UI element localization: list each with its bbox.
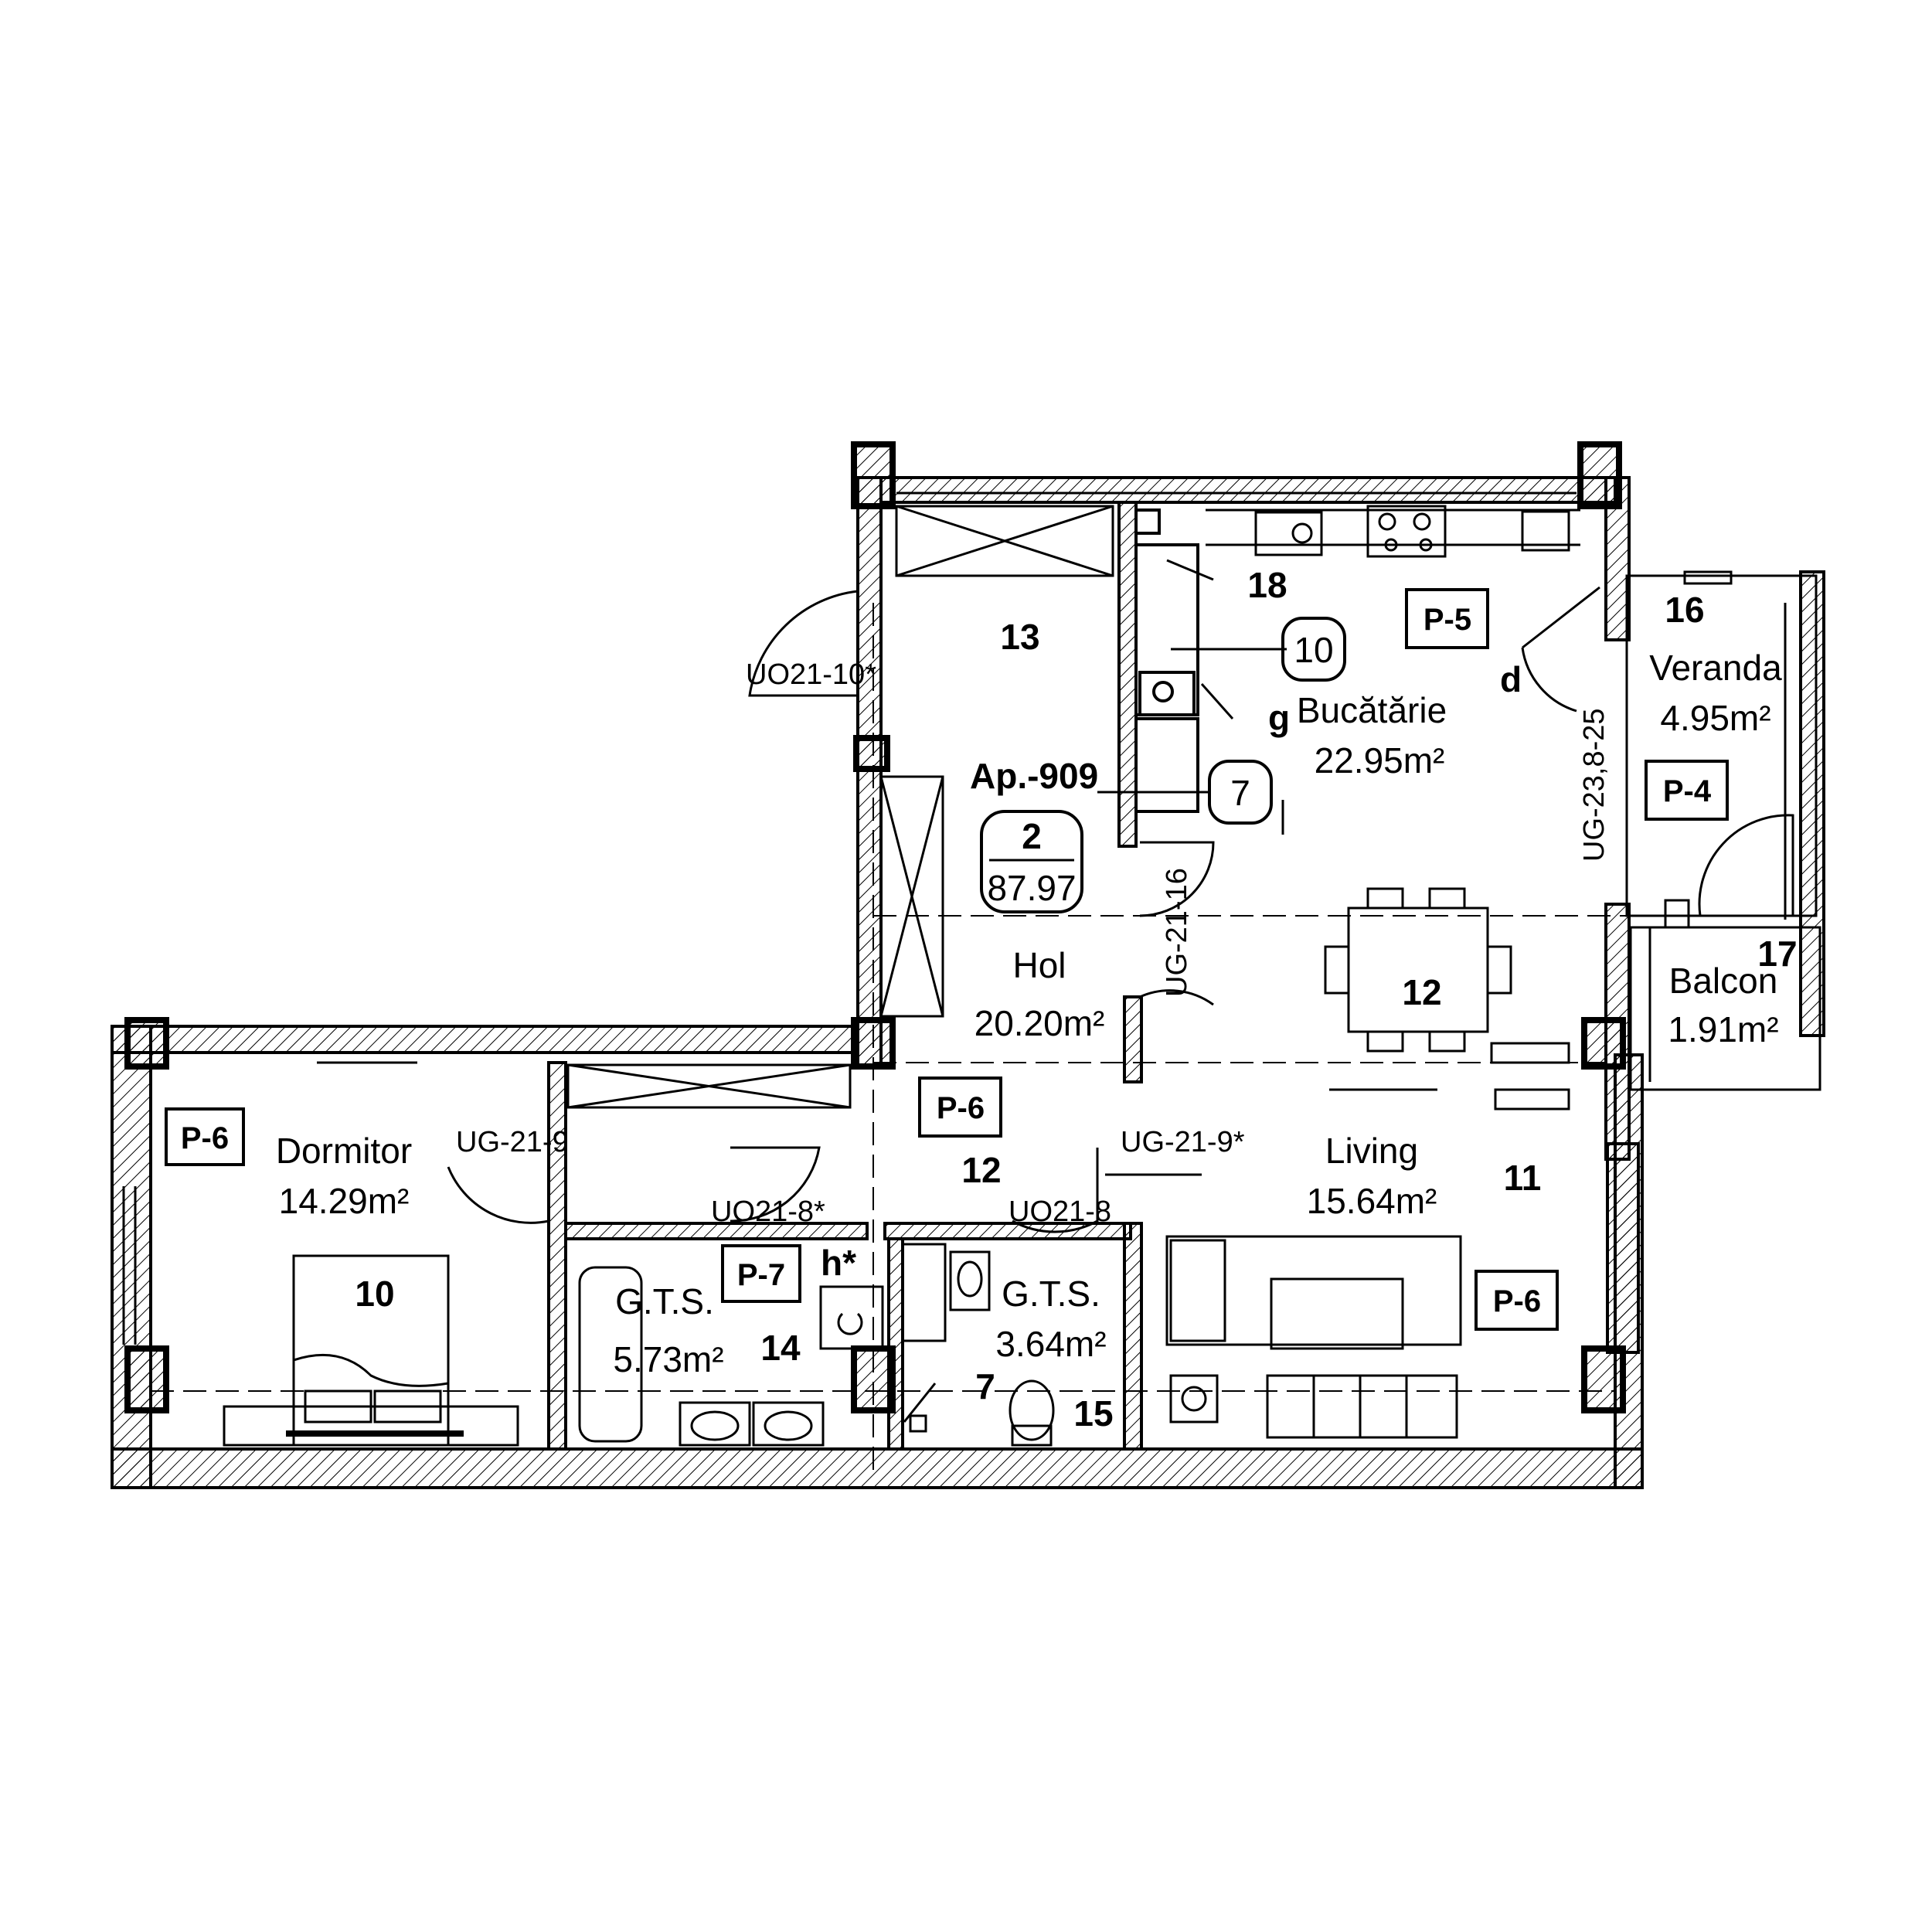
apartment-area: 87.97	[987, 868, 1076, 908]
room-area-veranda: 4.95m²	[1660, 698, 1770, 738]
panel-tag-p6-dormitor: P-6	[181, 1121, 229, 1155]
room-name-bucatarie: Bucătărie	[1297, 690, 1447, 730]
room-area-balcon: 1.91m²	[1668, 1009, 1778, 1049]
marker-g: g	[1268, 698, 1290, 738]
room-area-living: 15.64m²	[1307, 1181, 1437, 1221]
room-area-dormitor: 14.29m²	[279, 1181, 410, 1221]
door-code-ug21-9-star: UG-21-9*	[1121, 1126, 1245, 1158]
marker-18: 18	[1247, 565, 1287, 605]
door-code-uo21-10: UO21-10*	[746, 658, 876, 691]
marker-10: 10	[355, 1274, 394, 1314]
radiators	[1490, 570, 1733, 1111]
living-furniture	[1165, 1088, 1462, 1439]
marker-h: h*	[821, 1243, 856, 1283]
dining-table	[1324, 887, 1512, 1053]
room-name-hol: Hol	[1012, 945, 1066, 985]
panel-tag-p6-living: P-6	[1493, 1284, 1541, 1318]
door-code-uo21-8: UO21-8	[1009, 1196, 1111, 1228]
room-name-dormitor: Dormitor	[276, 1131, 412, 1171]
door-code-ug21-16: UG-21-16	[1161, 868, 1193, 997]
kitchen-counter	[1206, 505, 1580, 558]
columns	[124, 441, 1626, 1413]
marker-14: 14	[760, 1328, 801, 1368]
room-name-balcon: Balcon	[1669, 961, 1778, 1001]
circle-markers: 10 7	[1208, 617, 1346, 825]
marker-11: 11	[1504, 1158, 1542, 1198]
storage-box	[566, 505, 1114, 1109]
interior-walls	[547, 501, 1640, 1451]
veranda-outline	[1625, 574, 1821, 1091]
room-name-gts-2: G.T.S.	[1002, 1274, 1100, 1314]
room-area-bucatarie: 22.95m²	[1315, 740, 1445, 781]
panel-tag-p4: P-4	[1663, 774, 1712, 808]
panel-tags	[165, 588, 1729, 1331]
marker-7: 7	[975, 1366, 995, 1406]
room-area-gts-1: 5.73m²	[613, 1339, 723, 1379]
door-code-uo21-8-star: UO21-8*	[711, 1196, 825, 1228]
room-name-living: Living	[1325, 1131, 1418, 1171]
marker-12-hol: 12	[961, 1150, 1001, 1190]
room-area-gts-2: 3.64m²	[995, 1324, 1106, 1364]
marker-circled-10: 10	[1294, 630, 1333, 670]
room-name-gts-1: G.T.S.	[615, 1281, 714, 1321]
marker-15: 15	[1073, 1393, 1113, 1434]
apartment-rooms: 2	[1022, 816, 1042, 856]
door-code-ug23: UG-23,8-25	[1578, 708, 1611, 862]
marker-circled-7: 7	[1230, 773, 1250, 813]
panel-tag-p7: P-7	[737, 1258, 785, 1292]
door-swings	[447, 586, 1794, 1233]
windows	[122, 492, 1787, 1345]
marker-16: 16	[1665, 590, 1704, 630]
panel-tag-p6-hol: P-6	[937, 1091, 985, 1125]
marker-13: 13	[1000, 617, 1039, 657]
door-code-ug21-9: UG-21-9	[456, 1126, 569, 1158]
leader-lines	[903, 559, 1287, 1423]
bathroom-fixtures	[578, 1243, 1055, 1447]
room-name-veranda: Veranda	[1649, 648, 1782, 688]
marker-d: d	[1500, 659, 1522, 699]
marker-17: 17	[1757, 934, 1797, 974]
exterior-walls	[111, 476, 1825, 1489]
shaft-fixtures	[1134, 509, 1199, 813]
bedroom-furniture	[223, 1061, 519, 1447]
panel-tag-p5: P-5	[1423, 603, 1471, 637]
apartment-badge: 2 87.97	[980, 810, 1083, 913]
room-area-hol: 20.20m²	[975, 1003, 1105, 1043]
marker-12-kitchen: 12	[1402, 972, 1441, 1012]
apartment-name: Ap.-909	[970, 756, 1098, 796]
